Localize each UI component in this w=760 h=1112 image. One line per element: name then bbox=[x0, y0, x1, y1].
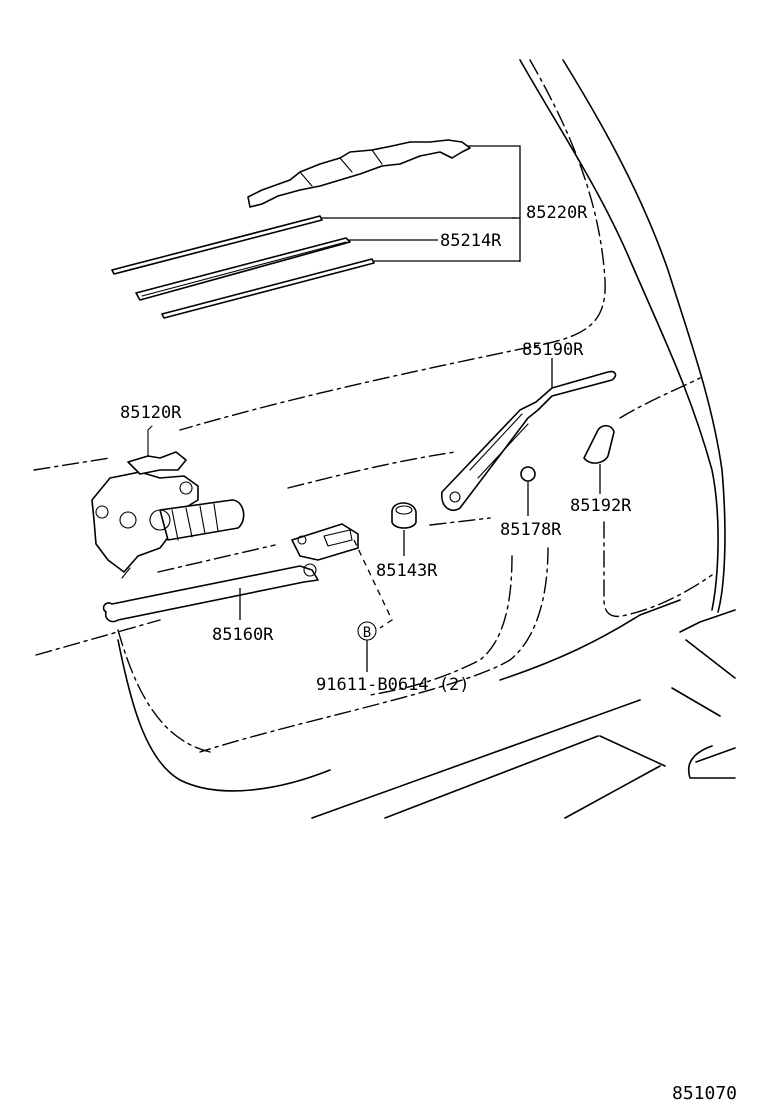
wiper-blade-assembly bbox=[111, 139, 471, 319]
label-wiper-motor: 85120R bbox=[120, 403, 182, 423]
blade-leaders bbox=[322, 145, 521, 262]
nut bbox=[391, 502, 417, 556]
label-nut: 85143R bbox=[376, 561, 438, 581]
blade-rubber-3 bbox=[161, 258, 375, 319]
label-bolt: 91611-B0614 (2) bbox=[316, 675, 470, 695]
label-cap: 85192R bbox=[570, 496, 632, 516]
link-rod bbox=[102, 523, 393, 629]
wiper-arm bbox=[441, 358, 617, 512]
label-link-rod: 85160R bbox=[212, 625, 274, 645]
cushion bbox=[520, 466, 536, 516]
label-blade-rubber: 85214R bbox=[440, 231, 502, 251]
illustration-number: 851070 bbox=[672, 1083, 737, 1104]
bolt-marker-letter: B bbox=[363, 625, 371, 641]
wiper-cap bbox=[583, 424, 615, 494]
wiper-blade bbox=[247, 139, 471, 208]
label-wiper-arm: 85190R bbox=[522, 340, 584, 360]
bolt-marker: B bbox=[357, 621, 377, 672]
vehicle-body-outline bbox=[33, 59, 736, 819]
blade-rubber-1 bbox=[111, 215, 323, 275]
label-wiper-blade: 85220R bbox=[526, 203, 588, 223]
wiper-motor bbox=[91, 425, 245, 579]
label-cushion: 85178R bbox=[500, 520, 562, 540]
